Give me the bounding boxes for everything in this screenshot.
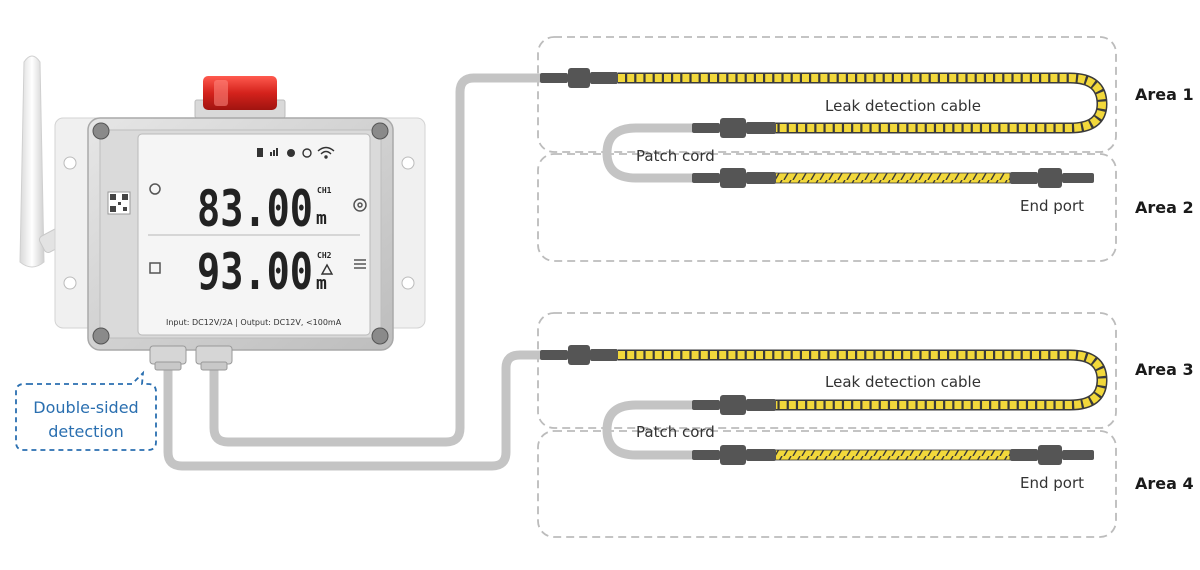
connector: [692, 445, 776, 465]
area-group-bottom: [537, 312, 1117, 538]
connector: [692, 118, 776, 138]
label-end-port-1: End port: [1020, 197, 1084, 215]
warning-icon: [320, 263, 334, 275]
signal-icon: [270, 148, 278, 156]
reading-unit-2: m: [316, 273, 327, 294]
battery-icon: [257, 148, 263, 157]
channel-1-status-icon: [149, 183, 161, 195]
area-label-1: Area 1: [1135, 85, 1194, 104]
case-screw: [92, 122, 389, 345]
end-port-connector: [1010, 168, 1094, 188]
footer-input-label: Input:: [166, 318, 189, 327]
cloud-icon: [287, 149, 295, 157]
channel-2-status-icon: [149, 262, 161, 274]
footer-output-value: DC12V, <100mA: [273, 318, 341, 327]
callout-line-1: Double-sided: [33, 398, 138, 417]
area-group-top: [537, 36, 1117, 262]
label-end-port-2: End port: [1020, 474, 1084, 492]
label-leak-detection-cable-2: Leak detection cable: [825, 373, 981, 391]
qr-code-icon: [107, 191, 131, 215]
connector: [692, 168, 776, 188]
wifi-icon: [317, 146, 335, 159]
area-3-box: [537, 312, 1117, 429]
menu-icon: [354, 259, 366, 269]
circuit-top: [540, 68, 1108, 188]
end-port-connector: [1010, 445, 1094, 465]
connector: [540, 68, 618, 88]
leak-cable-bottom-lower: [774, 449, 1011, 461]
label-leak-detection-cable-1: Leak detection cable: [825, 97, 981, 115]
label-patch-cord-1: Patch cord: [636, 147, 715, 165]
bracket-hole: [401, 156, 415, 170]
label-patch-cord-2: Patch cord: [636, 423, 715, 441]
status-icon: [302, 148, 312, 158]
cable-gland: [149, 345, 187, 371]
bracket-hole: [401, 276, 415, 290]
settings-icon: [353, 198, 367, 212]
area-label-4: Area 4: [1135, 474, 1194, 493]
reading-channel-2: 93.00: [197, 243, 313, 301]
bracket-hole: [63, 156, 77, 170]
area-4-box: [537, 430, 1117, 538]
patch-cord-loop-bottom: [602, 400, 705, 460]
footer-input-value: DC12V/2A: [192, 318, 233, 327]
reading-unit-1: m: [316, 208, 327, 229]
alarm-light-icon: [194, 76, 286, 119]
leak-cable-top-segment-fill: [618, 74, 1107, 132]
connector: [692, 395, 776, 415]
reading-channel-1: 83.00: [197, 180, 313, 238]
connector: [540, 345, 618, 365]
lead-cord-bottom: [163, 350, 550, 471]
channel-label-1: CH1: [317, 186, 332, 195]
lead-cord-top: [209, 73, 550, 447]
leak-cable-top-lower: [774, 172, 1011, 184]
patch-cord-loop-top: [602, 123, 705, 183]
area-label-3: Area 3: [1135, 360, 1194, 379]
bracket-hole: [63, 276, 77, 290]
area-2-box: [537, 153, 1117, 262]
area-label-2: Area 2: [1135, 198, 1194, 217]
double-sided-detection-callout: Double-sided detection: [15, 370, 157, 451]
channel-label-2: CH2: [317, 251, 332, 260]
footer-separator: |: [235, 318, 238, 327]
circuit-bottom: [540, 345, 1108, 465]
footer-output-label: Output:: [240, 318, 270, 327]
leak-cable-bottom-segment-fill: [618, 351, 1107, 409]
cable-gland: [195, 345, 233, 371]
callout-line-2: detection: [48, 422, 124, 441]
lead-cords: [163, 73, 550, 471]
area-1-box: [537, 36, 1117, 153]
device-footer: Input: DC12V/2A | Output: DC12V, <100mA: [166, 318, 342, 327]
